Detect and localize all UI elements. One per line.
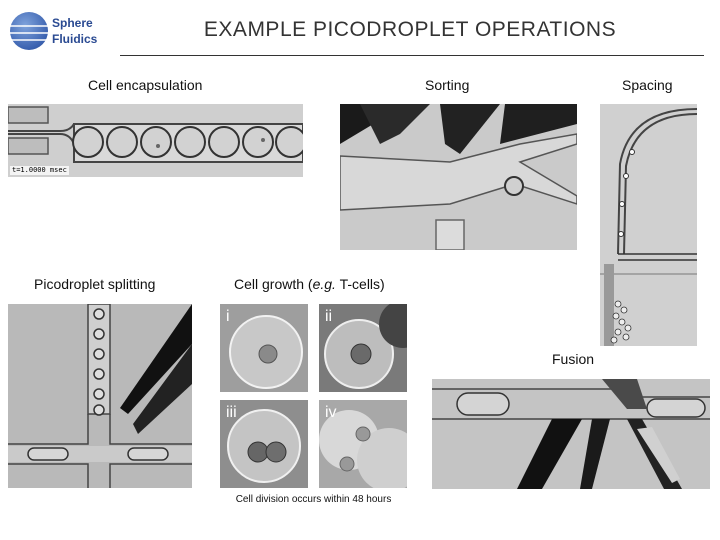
picodroplet-splitting-image (8, 304, 192, 488)
logo-sphere-icon (10, 12, 48, 50)
fusion-image (432, 379, 710, 489)
label-cell-encapsulation: Cell encapsulation (88, 77, 203, 93)
label-picodroplet-splitting: Picodroplet splitting (34, 276, 156, 292)
spacing-image (600, 104, 697, 346)
title-divider (120, 55, 704, 56)
sorting-image (340, 104, 577, 250)
growth-panel-iv: iv (319, 400, 407, 488)
growth-label-iii: iii (226, 404, 237, 421)
growth-label-ii: ii (325, 308, 333, 325)
growth-label-i: i (226, 308, 230, 325)
growth-panel-ii: ii (319, 304, 407, 392)
label-cell-growth: Cell growth (e.g. T-cells) (234, 276, 385, 292)
growth-panel-i: i (220, 304, 308, 392)
cell-growth-image-grid: i ii iii iv (220, 304, 407, 491)
logo-text-line1: Sphere (52, 16, 93, 30)
sphere-fluidics-logo: Sphere Fluidics (10, 10, 105, 52)
label-sorting: Sorting (425, 77, 470, 93)
label-fusion: Fusion (552, 351, 595, 367)
label-spacing: Spacing (622, 77, 673, 93)
cell-division-caption: Cell division occurs within 48 hours (235, 494, 392, 505)
growth-panel-iii: iii (220, 400, 308, 488)
growth-label-iv: iv (325, 404, 337, 421)
cell-encapsulation-image: t=1.0000 msec (8, 104, 303, 177)
timestamp-overlay: t=1.0000 msec (10, 166, 69, 175)
logo-text-line2: Fluidics (52, 32, 98, 46)
slide-title: EXAMPLE PICODROPLET OPERATIONS (203, 18, 617, 41)
